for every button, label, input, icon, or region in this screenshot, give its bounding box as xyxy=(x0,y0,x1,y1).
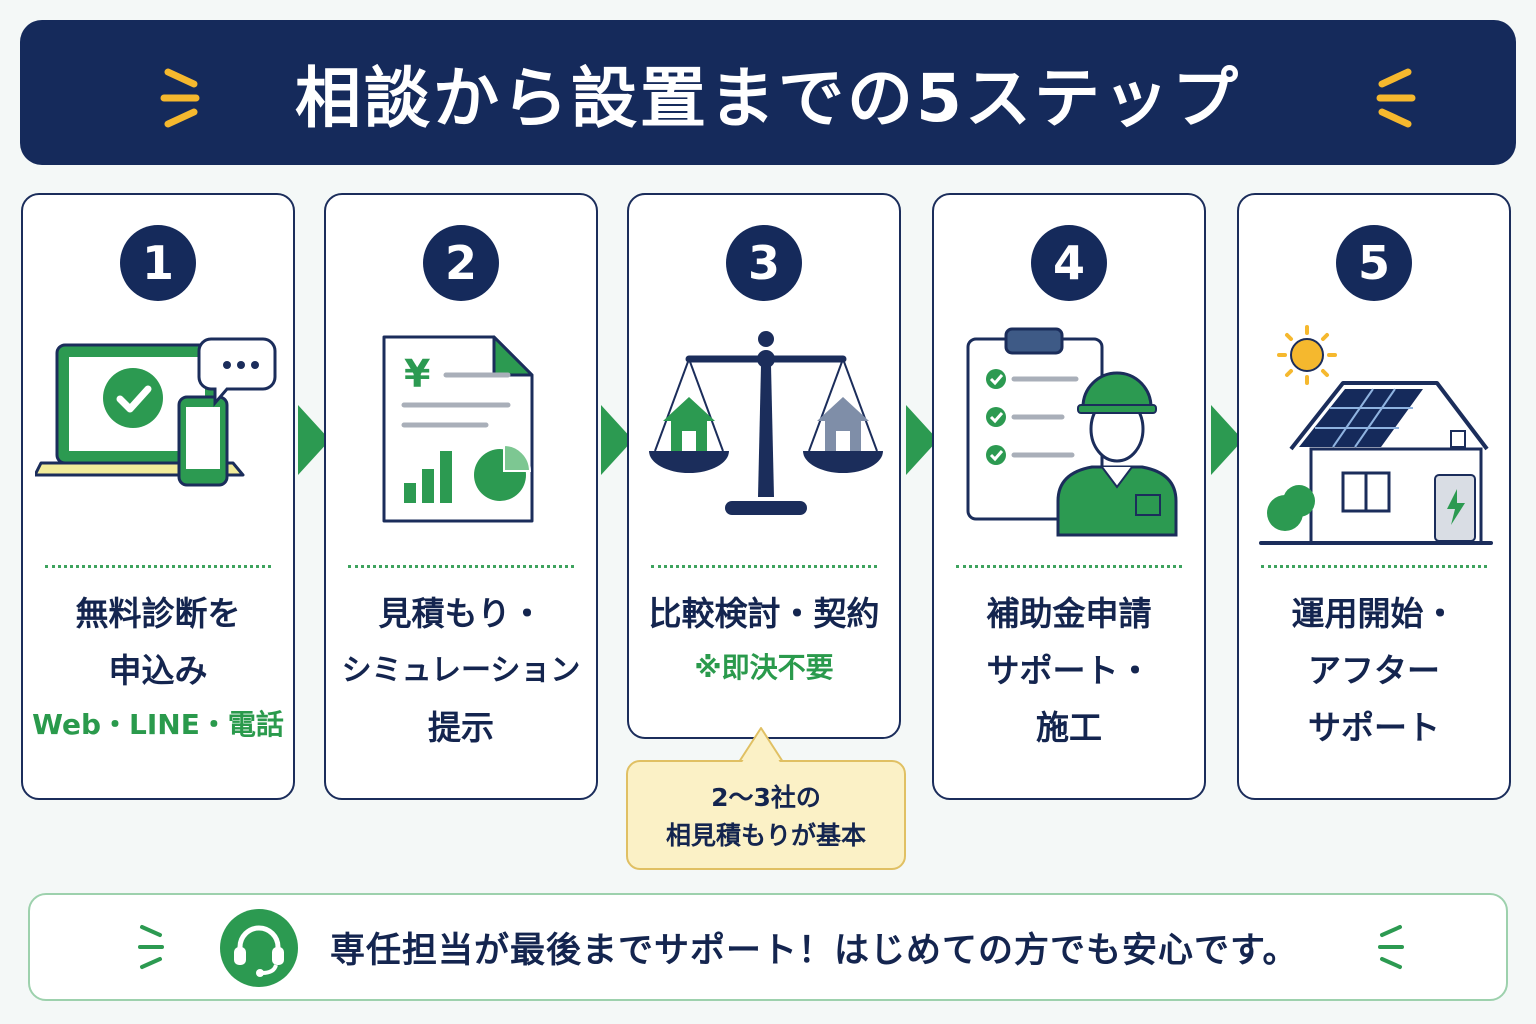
footer-message: 専任担当が最後までサポート！はじめての方でも安心です。 xyxy=(330,930,1299,971)
balance-scale-houses-icon xyxy=(649,331,883,515)
step-text: 見積もり・ シミュレーション 提示 xyxy=(332,585,590,756)
chevron-right-icon xyxy=(1211,405,1243,475)
right-burst-icon xyxy=(1378,925,1404,969)
step-text: 比較検討・契約 ※即決不要 xyxy=(635,585,893,694)
left-burst-icon xyxy=(138,925,164,969)
step-label-line: 施工 xyxy=(1036,708,1102,747)
title-banner: 相談から設置までの5ステップ xyxy=(20,20,1516,165)
step-card-2: 2 ¥ 見積もり・ シミュレーション 提示 xyxy=(324,193,598,800)
page-title: 相談から設置までの5ステップ xyxy=(295,59,1241,137)
step-number-badge: 3 xyxy=(726,225,802,301)
step-label-line: 申込み xyxy=(108,651,208,690)
callout-note: 2〜3社の 相見積もりが基本 xyxy=(626,760,906,870)
step-number-badge: 5 xyxy=(1336,225,1412,301)
step-label-line: 補助金申請 xyxy=(986,594,1152,633)
dotted-divider xyxy=(348,565,574,568)
chevron-right-icon xyxy=(298,405,330,475)
step-number-badge: 1 xyxy=(120,225,196,301)
step-card-5: 5 運用開始・ アフター xyxy=(1237,193,1511,800)
dotted-divider xyxy=(45,565,271,568)
left-burst-icon xyxy=(160,68,200,128)
step-text: 運用開始・ アフター サポート xyxy=(1245,585,1503,756)
svg-text:¥: ¥ xyxy=(404,352,430,396)
solar-house-icon xyxy=(1259,325,1493,545)
step-note: Web・LINE・電話 xyxy=(32,708,284,741)
headset-icon xyxy=(220,909,298,987)
step-note: ※即決不要 xyxy=(694,651,834,684)
footer-message-box: 専任担当が最後までサポート！はじめての方でも安心です。 xyxy=(28,893,1508,1001)
step-label-line: 無料診断を xyxy=(75,594,241,633)
step-label-line: 提示 xyxy=(428,708,494,747)
chevron-right-icon xyxy=(601,405,633,475)
step-card-3: 3 比較検討・契約 ※即決不要 xyxy=(627,193,901,739)
right-burst-icon xyxy=(1376,68,1416,128)
step-label-line: 運用開始・ xyxy=(1291,594,1457,633)
dotted-divider xyxy=(651,565,877,568)
clipboard-worker-icon xyxy=(966,327,1178,537)
step-label-line: アフター xyxy=(1308,651,1440,690)
dotted-divider xyxy=(956,565,1182,568)
callout-tail-cover xyxy=(741,732,781,764)
step-text: 無料診断を 申込み Web・LINE・電話 xyxy=(29,585,287,751)
yen-document-chart-icon: ¥ xyxy=(382,335,534,523)
callout-line: 相見積もりが基本 xyxy=(665,821,866,850)
step-card-4: 4 補助金申請 サポート・ 施工 xyxy=(932,193,1206,800)
step-label-line: サポート・ xyxy=(986,651,1152,690)
step-label-line: 見積もり・ xyxy=(378,594,544,633)
dotted-divider xyxy=(1261,565,1487,568)
step-label-line: シミュレーション xyxy=(341,653,581,688)
callout-line: 2〜3社の xyxy=(711,783,821,812)
step-label-line: 比較検討・契約 xyxy=(648,594,880,633)
step-number-badge: 4 xyxy=(1031,225,1107,301)
step-label-line: サポート xyxy=(1308,708,1440,747)
laptop-phone-chat-check-icon xyxy=(35,337,277,487)
chevron-right-icon xyxy=(906,405,938,475)
step-card-1: 1 無料診断を 申込み Web・LINE・電話 xyxy=(21,193,295,800)
step-number-badge: 2 xyxy=(423,225,499,301)
step-text: 補助金申請 サポート・ 施工 xyxy=(940,585,1198,756)
